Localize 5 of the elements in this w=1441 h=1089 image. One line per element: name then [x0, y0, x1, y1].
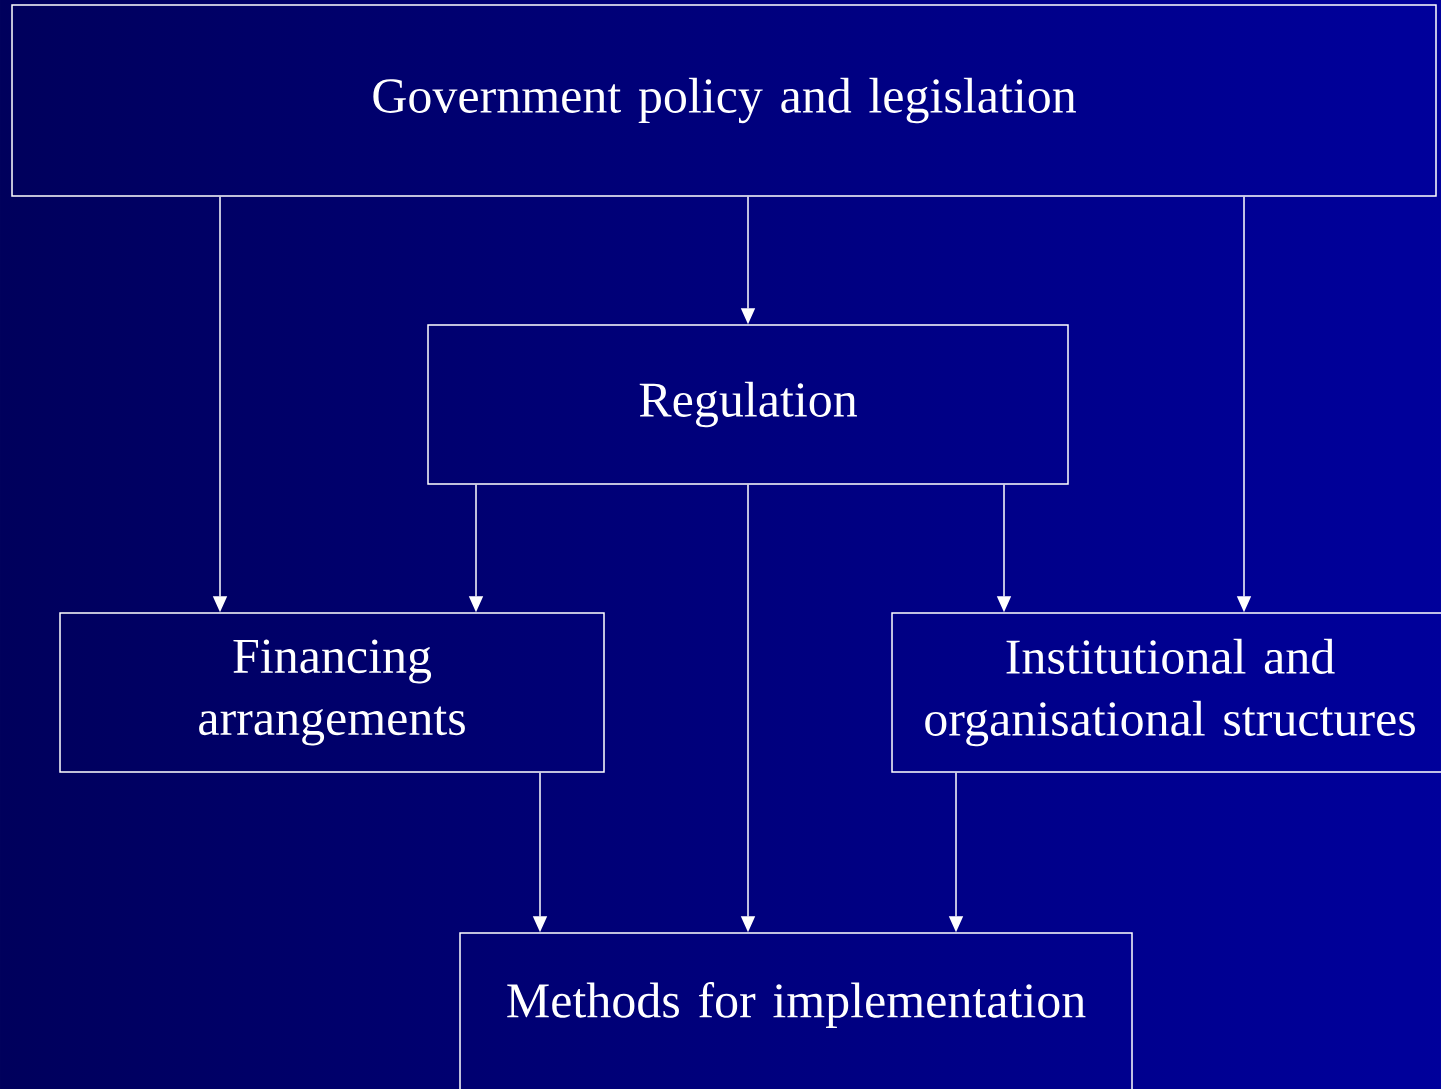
text-box: Institutional and organisational structures [891, 612, 1441, 773]
text-box: Government policy and legislation [11, 4, 1437, 197]
text-box: Financing arrangements [59, 612, 605, 773]
text-box: Methods for implementation [459, 932, 1133, 1089]
text-box: Regulation [427, 324, 1069, 485]
